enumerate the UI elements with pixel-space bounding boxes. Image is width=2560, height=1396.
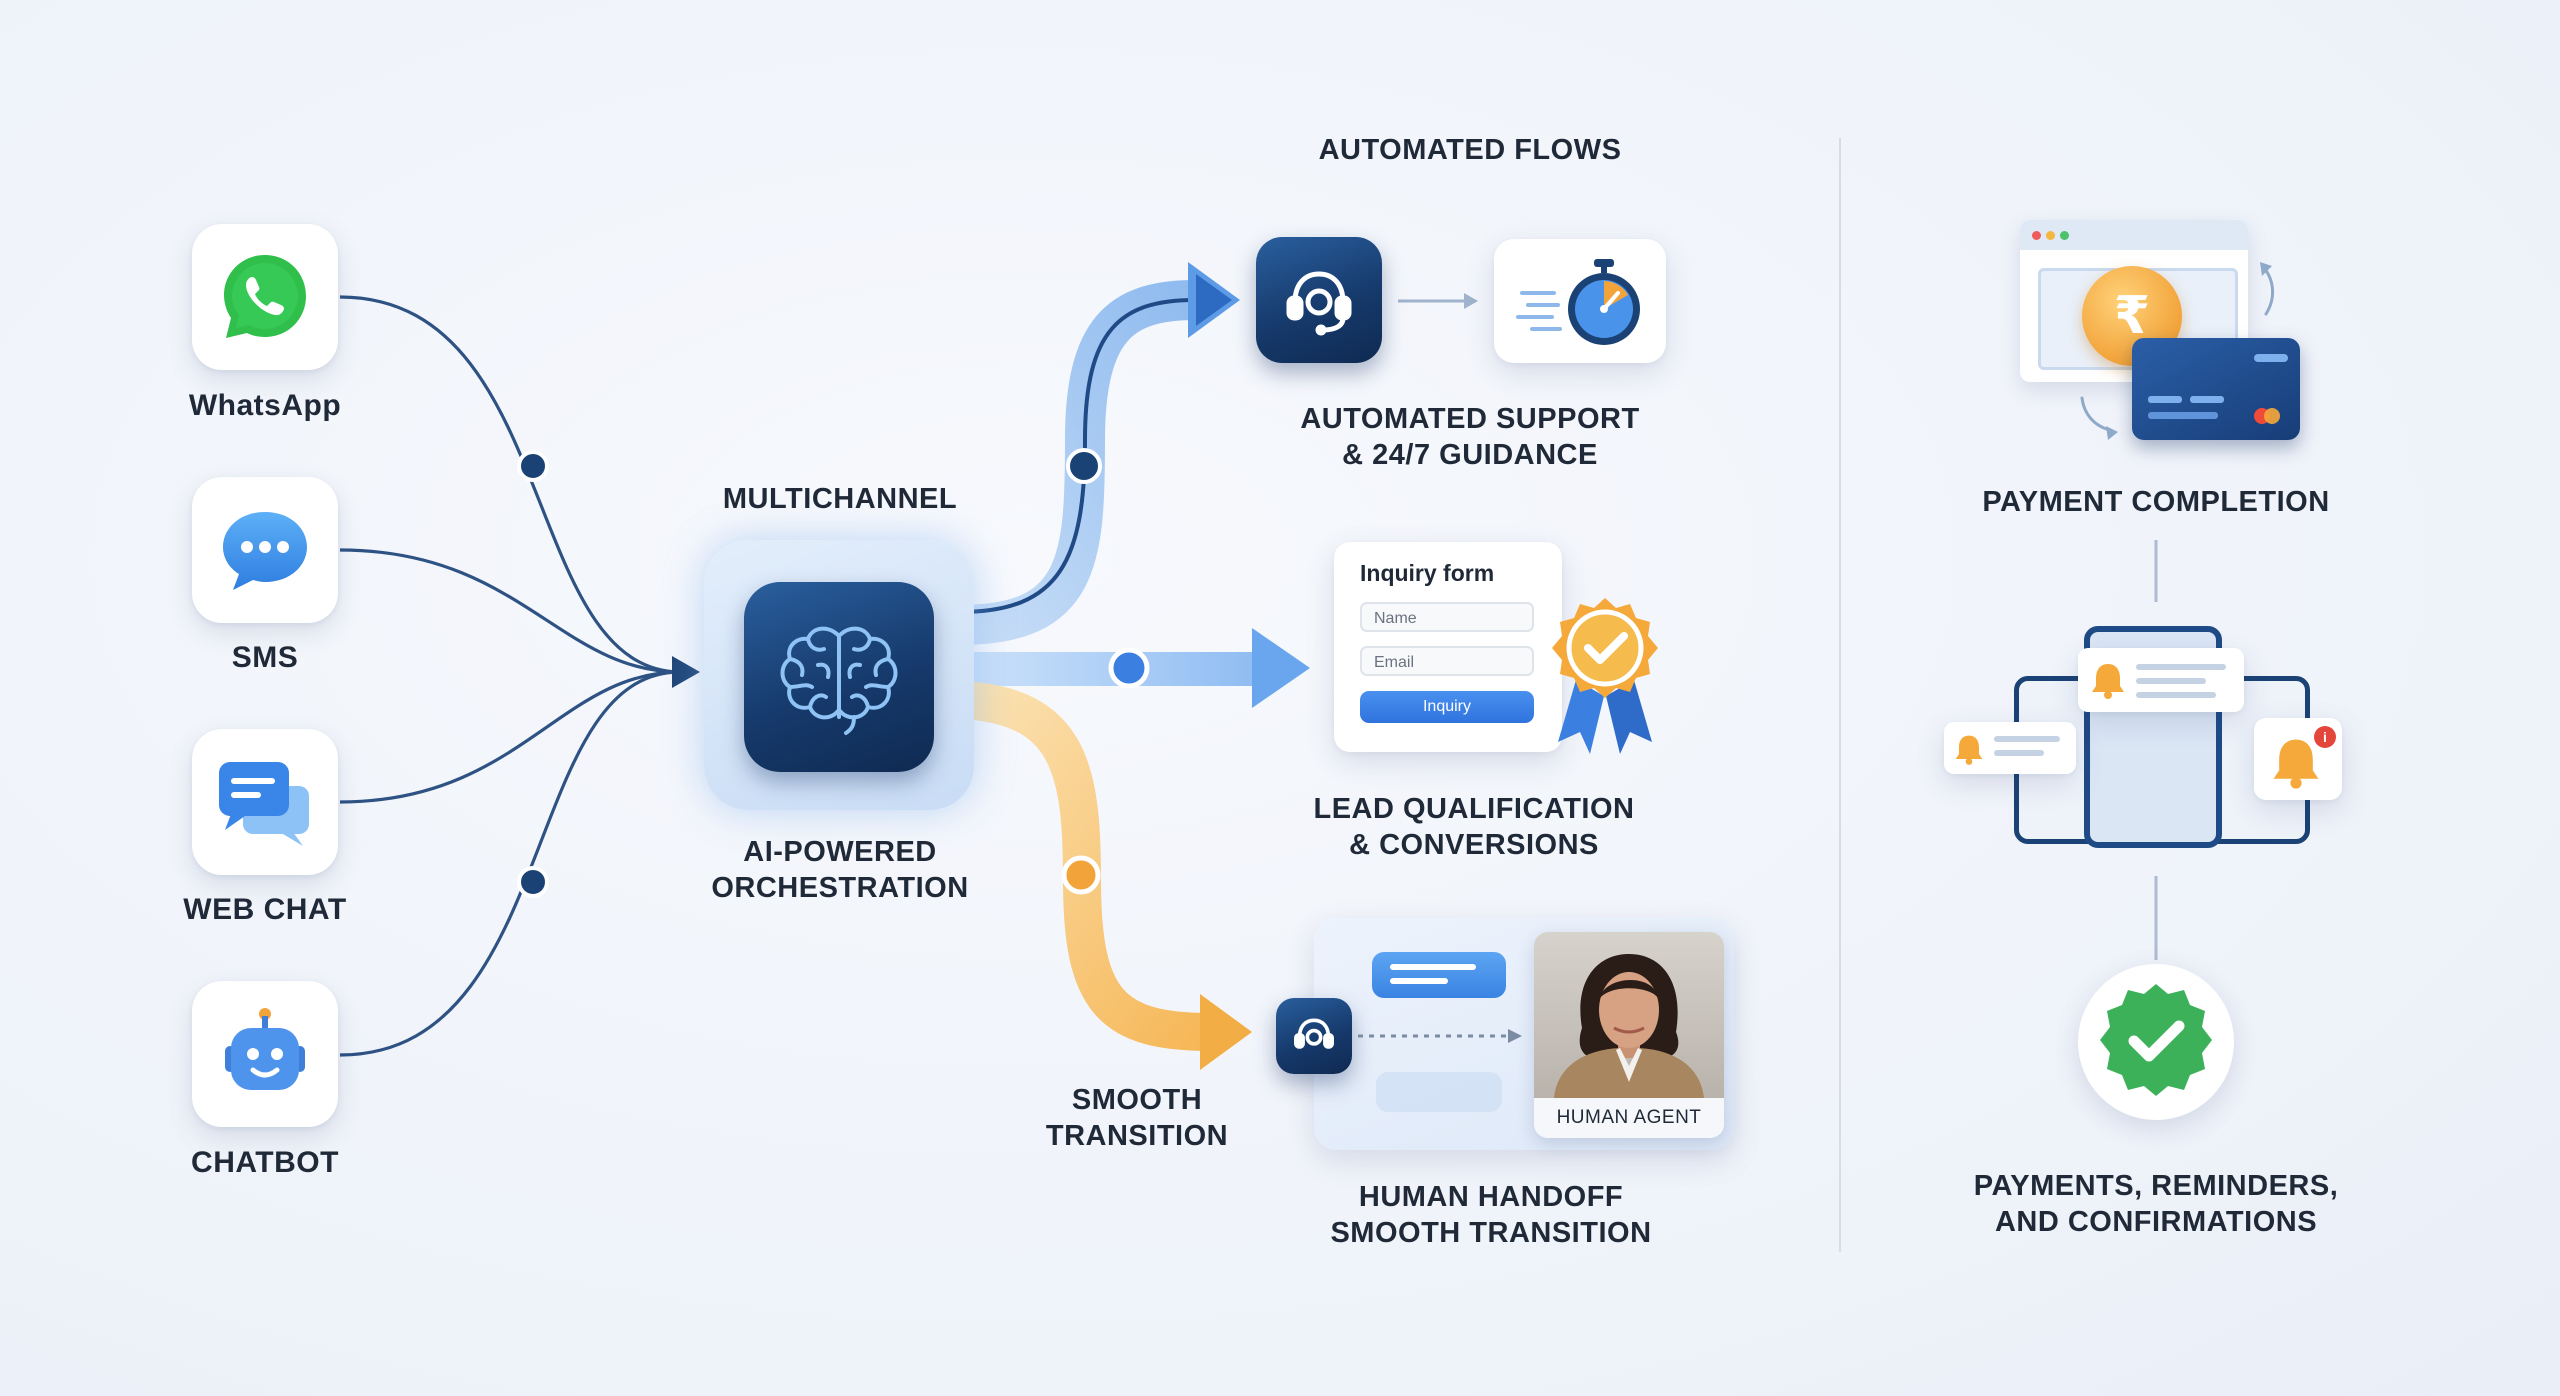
ai-orchestration-label-line2: ORCHESTRATION — [711, 872, 969, 904]
automated-flows-header: AUTOMATED FLOWS — [1318, 134, 1622, 166]
window-dot-red — [2032, 231, 2041, 240]
smooth-transition-label-line2: TRANSITION — [1045, 1120, 1229, 1152]
human-agent-photo — [1534, 932, 1724, 1098]
lead-qualification-label-line1: LEAD QUALIFICATION — [1313, 793, 1635, 825]
headset-small-icon — [1294, 1018, 1334, 1049]
sms-bubble-icon — [223, 512, 307, 590]
human-handoff-label-line2: SMOOTH TRANSITION — [1330, 1217, 1652, 1249]
lead-qualification-label-line2: & CONVERSIONS — [1349, 829, 1599, 861]
bell-icon-left — [1955, 735, 1983, 765]
webchat-tile[interactable] — [192, 729, 338, 875]
inquiry-form-title: Inquiry form — [1360, 560, 1495, 586]
sms-connector — [339, 548, 681, 674]
payment-cycle-arrows — [2080, 262, 2274, 440]
chatbot-label: CHATBOT — [191, 1146, 339, 1179]
bell-icon-right — [2273, 739, 2319, 789]
chatbot-icon — [225, 1008, 305, 1090]
hub-input-arrowhead — [672, 656, 700, 688]
window-dot-yellow — [2046, 231, 2055, 240]
payments-reminders-label-line1: PAYMENTS, REMINDERS, — [1973, 1170, 2339, 1202]
lead-flow-node — [1108, 647, 1150, 689]
handoff-flow-node — [1061, 855, 1101, 895]
human-agent-card: HUMAN AGENT — [1534, 932, 1724, 1138]
handoff-flow-arrowhead — [1200, 994, 1252, 1070]
human-handoff-label-line1: HUMAN HANDOFF — [1358, 1181, 1624, 1213]
support-flow-line — [959, 298, 1196, 614]
support-flow-node — [1066, 448, 1102, 484]
ai-orchestration-label-line1: AI-POWERED — [743, 836, 937, 868]
chat-bubble-top — [1372, 952, 1506, 998]
whatsapp-label: WhatsApp — [188, 389, 342, 422]
speed-stopwatch-card — [1494, 239, 1666, 363]
bell-icon-top — [2092, 664, 2124, 699]
brain-icon — [780, 626, 898, 735]
payment-completion-label: PAYMENT COMPLETION — [1982, 486, 2330, 518]
chatbot-connector-node — [517, 866, 549, 898]
sms-tile[interactable] — [192, 477, 338, 623]
email-field[interactable]: Email — [1360, 646, 1534, 676]
handoff-headset-tile[interactable] — [1276, 998, 1352, 1074]
whatsapp-connector — [339, 295, 681, 674]
multichannel-label: MULTICHANNEL — [722, 483, 958, 515]
headset-icon — [1286, 271, 1352, 336]
automated-support-label-line1: AUTOMATED SUPPORT — [1300, 403, 1640, 435]
support-to-speed-arrow — [1464, 293, 1478, 309]
automated-support-label-line2: & 24/7 GUIDANCE — [1342, 439, 1598, 471]
whatsapp-icon — [224, 255, 306, 338]
ai-orchestration-hub[interactable] — [744, 582, 934, 772]
notification-card-top — [2078, 648, 2244, 712]
support-agent-tile[interactable] — [1256, 237, 1382, 363]
notification-card-left — [1944, 722, 2076, 774]
web-chat-icon — [219, 762, 309, 846]
award-badge-icon — [1552, 598, 1658, 754]
handoff-dotted-arrow — [1358, 1029, 1522, 1043]
chatbot-tile[interactable] — [192, 981, 338, 1127]
notification-card-right: i — [2254, 718, 2342, 800]
window-dot-green — [2060, 231, 2069, 240]
rupee-symbol: ₹ — [2113, 286, 2151, 346]
stopwatch-icon — [1516, 259, 1640, 345]
webchat-label: WEB CHAT — [183, 893, 347, 926]
sms-label: SMS — [231, 641, 299, 674]
payments-reminders-label-line2: AND CONFIRMATIONS — [1994, 1206, 2318, 1238]
smooth-transition-label-line1: SMOOTH — [1071, 1084, 1203, 1116]
credit-card — [2132, 338, 2300, 440]
chat-bubble-blurred — [1376, 1072, 1502, 1112]
whatsapp-connector-node — [517, 450, 549, 482]
inquiry-button[interactable]: Inquiry — [1360, 691, 1534, 723]
webchat-connector — [339, 670, 681, 804]
chatbot-connector — [339, 670, 681, 1057]
checkmark-seal-icon — [2100, 984, 2212, 1096]
alert-badge: i — [2314, 726, 2336, 748]
whatsapp-tile[interactable] — [192, 224, 338, 370]
name-field[interactable]: Name — [1360, 602, 1534, 632]
human-agent-badge: HUMAN AGENT — [1534, 1098, 1724, 1138]
lead-flow-arrowhead — [1252, 628, 1310, 708]
inquiry-form-card: Inquiry form Name Email Inquiry — [1334, 542, 1562, 752]
